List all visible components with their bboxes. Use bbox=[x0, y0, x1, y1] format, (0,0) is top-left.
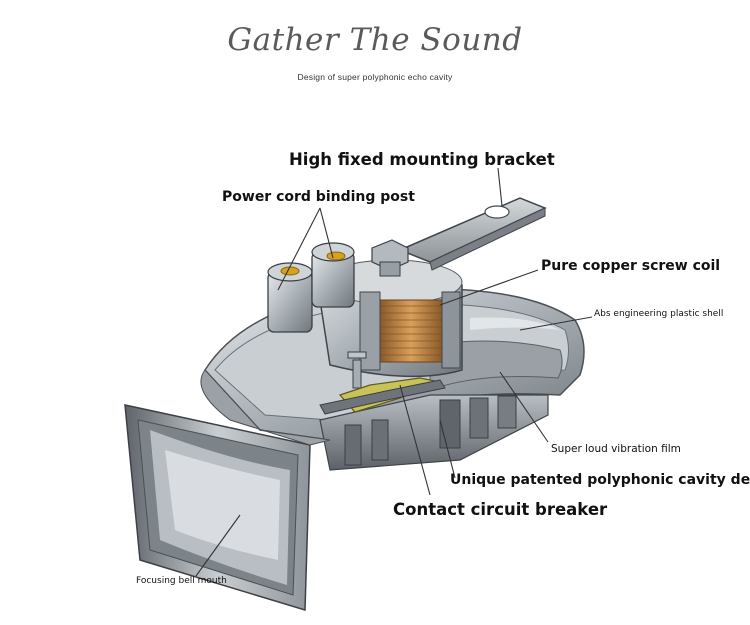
label-binding-post: Power cord binding post bbox=[222, 189, 415, 205]
label-vibration-film: Super loud vibration film bbox=[551, 443, 681, 455]
cavity-walls bbox=[319, 394, 549, 471]
label-polyphonic-cavity: Unique patented polyphonic cavity design bbox=[450, 472, 750, 488]
contact-breaker bbox=[319, 351, 446, 415]
label-plastic-shell: Abs engineering plastic shell bbox=[594, 309, 724, 319]
label-circuit-breaker: Contact circuit breaker bbox=[393, 500, 608, 519]
page-subtitle: Design of super polyphonic echo cavity bbox=[297, 72, 453, 82]
binding-posts bbox=[267, 242, 355, 333]
coil-housing bbox=[319, 259, 463, 378]
bell-mouth bbox=[124, 369, 331, 612]
label-bell-mouth: Focusing bell mouth bbox=[136, 576, 227, 586]
label-screw-coil: Pure copper screw coil bbox=[541, 258, 721, 274]
page-title: Gather The Sound bbox=[227, 22, 523, 58]
mounting-bracket bbox=[371, 197, 547, 277]
leader-lines bbox=[195, 167, 593, 577]
label-mounting-bracket: High fixed mounting bracket bbox=[289, 150, 555, 169]
